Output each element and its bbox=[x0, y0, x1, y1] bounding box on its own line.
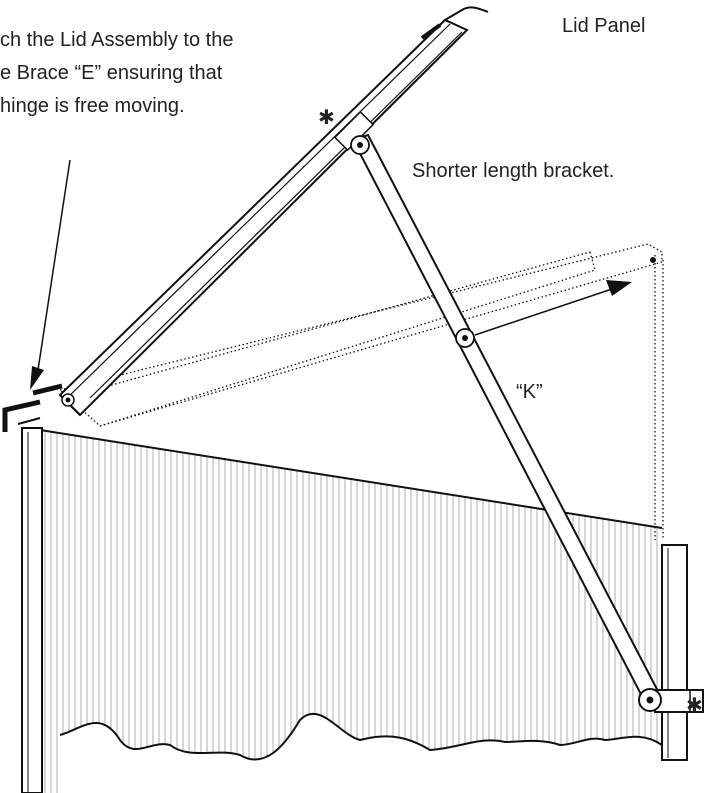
closed-pivot-dot bbox=[650, 257, 656, 263]
strut-label: “K” bbox=[516, 381, 543, 403]
shorter-bracket bbox=[638, 257, 704, 713]
instruction-line-2: e Brace “E” ensuring that bbox=[0, 62, 223, 84]
pivot-marker-bottom: ✱ bbox=[686, 695, 703, 717]
bracket-label: Shorter length bracket. bbox=[412, 160, 614, 182]
rotation-arrow bbox=[474, 280, 632, 336]
left-post bbox=[21, 427, 43, 793]
instruction-line-1: ch the Lid Assembly to the bbox=[0, 29, 233, 51]
right-post bbox=[661, 544, 688, 761]
hinge-brace bbox=[2, 383, 63, 432]
pivot-marker-top: ✱ bbox=[318, 107, 335, 129]
lid-closed-outline bbox=[58, 243, 664, 540]
instruction-line-3: hinge is free moving. bbox=[0, 95, 185, 117]
instruction-text: ch the Lid Assembly to the e Brace “E” e… bbox=[0, 29, 233, 117]
lid-panel-label: Lid Panel bbox=[562, 15, 645, 37]
lid-panel-open bbox=[58, 6, 489, 417]
hinge-arrow bbox=[30, 159, 71, 390]
